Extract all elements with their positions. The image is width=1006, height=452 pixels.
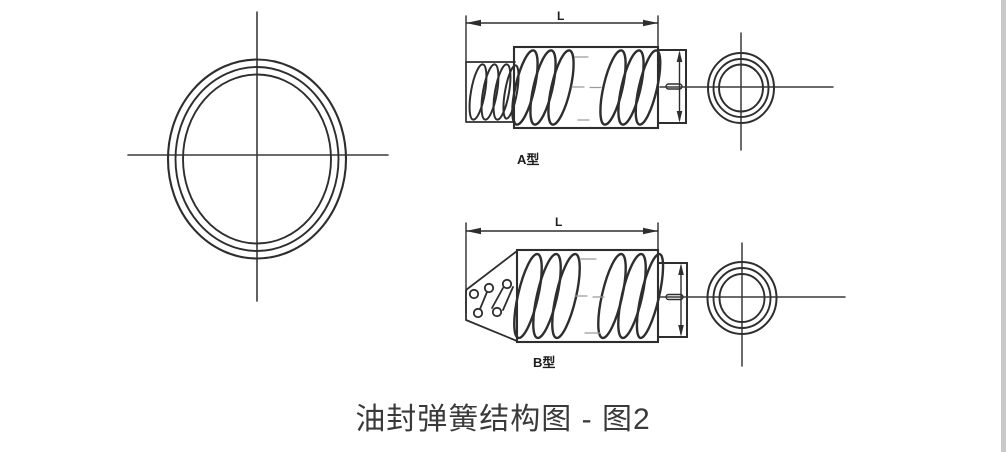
small-end-outline — [465, 61, 516, 123]
arrowhead-left — [466, 19, 481, 27]
end-view-middle-circle — [712, 58, 770, 118]
spring-b-faint-marks — [574, 258, 605, 334]
spring-a-body-coils-left — [511, 49, 575, 126]
arrowhead-right — [643, 19, 658, 27]
spring-a-end-view — [707, 32, 775, 151]
end-view-inner-circle — [718, 273, 766, 323]
spring-type-b-label: B型 — [533, 355, 556, 370]
spring-ring-front-view — [127, 11, 389, 302]
end-view-inner-circle — [718, 63, 764, 113]
end-view-outer-circle — [706, 261, 778, 335]
spring-b-end-cap — [657, 262, 688, 338]
ring-outer-circle — [166, 58, 348, 260]
arrowhead-left — [466, 227, 481, 235]
arrowhead-right — [643, 227, 658, 235]
spring-b-length-label: L — [555, 215, 563, 229]
spring-b-end-view — [706, 242, 778, 367]
spring-type-a-label: A型 — [517, 152, 540, 167]
spring-a-length-dimension — [465, 15, 659, 63]
spring-a-length-label: L — [557, 9, 565, 23]
end-view-middle-circle — [712, 267, 772, 329]
figure-caption: 油封弹簧结构图 - 图2 — [355, 403, 651, 436]
taper-outline — [465, 250, 518, 342]
spring-b-tapered-end-coils — [465, 250, 518, 342]
end-view-outer-circle — [707, 52, 775, 124]
right-edge-band — [1001, 0, 1006, 452]
spring-a-small-end-coils — [465, 61, 520, 123]
ring-middle-circle — [174, 66, 340, 252]
spring-a-faint-marks — [571, 56, 602, 121]
spring-a-side-view — [465, 15, 834, 130]
spring-b-side-view — [465, 222, 846, 344]
spring-a-body-coils-right — [599, 49, 662, 126]
spring-b-body-coils-left — [513, 252, 581, 340]
ring-inner-circle — [182, 73, 332, 245]
